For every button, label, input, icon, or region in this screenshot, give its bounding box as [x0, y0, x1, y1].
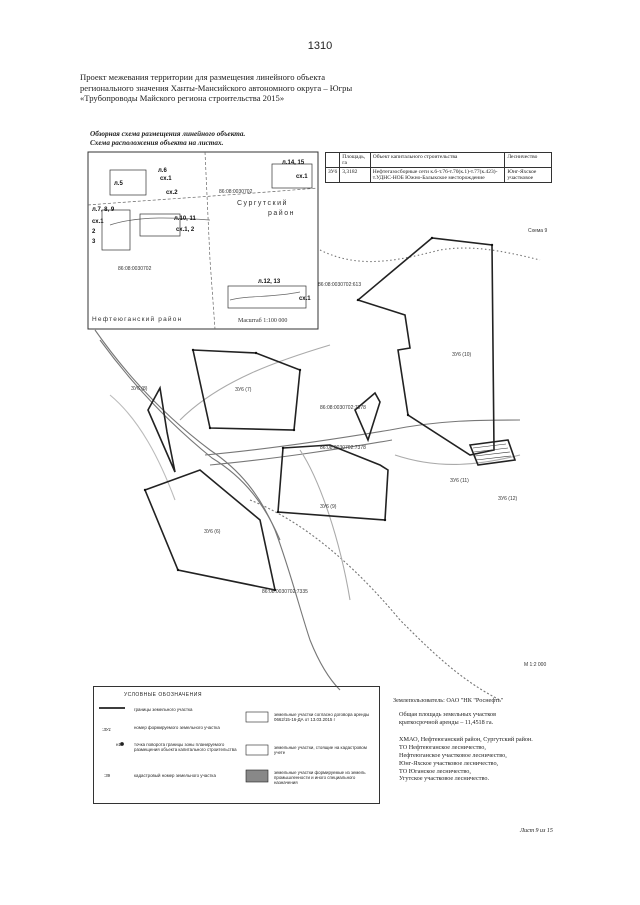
table-header-object: Объект капитального строительства — [369, 152, 506, 168]
scheme-label: Схема 9 — [528, 228, 547, 234]
legend-item-cad: кадастровый номер земельного участка — [134, 773, 216, 778]
overview-title-line2: Схема расположения объекта на листах. — [90, 138, 224, 147]
legend-item-cadastral: земельные участки, стоящие на кадастрово… — [274, 745, 367, 755]
overview-sheet-boxes — [101, 163, 313, 309]
admin-line: ТО Юганское лесничество, — [399, 767, 471, 775]
table-cell-area: 3,3182 — [339, 167, 371, 183]
sheet-label-l5-sch2: сх.2 — [166, 190, 178, 196]
admin-line: Угутское участковое лесничество. — [399, 775, 490, 783]
sheet-box-10-11 — [139, 213, 181, 237]
overview-title-line1: Обзорная схема размещения линейного объе… — [90, 130, 246, 138]
plot-info-table: Площадь, га Объект капитального строител… — [324, 152, 552, 183]
area-line1: Общая площадь земельных участков — [399, 710, 497, 718]
sheet-label-l6: л.6 — [158, 168, 167, 174]
sheet-box-12-13 — [227, 285, 307, 309]
legend-symbol-lease — [245, 711, 269, 723]
region-nefteyugansk: Нефтеюганский район — [92, 315, 182, 323]
table-header-col1 — [324, 152, 341, 168]
page-footer: Лист 9 из 15 — [520, 828, 553, 834]
parcel-zu6-8[interactable] — [147, 385, 176, 473]
parcel-small[interactable] — [354, 391, 381, 443]
admin-line: Юнг-Яхское участковое лесничество, — [399, 759, 499, 767]
legend-symbol-cad: :39 — [104, 773, 111, 778]
legend-item-lease: земельные участки согласно договора арен… — [274, 712, 370, 722]
legend-symbols — [99, 707, 269, 783]
turning-points — [143, 236, 494, 592]
sheet-label-l7-9: л.7, 8, 9 — [92, 207, 115, 213]
sheet-label-l5: л.5 — [114, 181, 123, 187]
legend-symbol-industrial — [245, 769, 269, 783]
legend: УСЛОВНЫЕ ОБОЗНАЧЕНИЯ границы земельного … — [93, 686, 380, 804]
sheet-label-l14-15-sch1: сх.1 — [296, 174, 308, 180]
map-scale: М 1:2 000 — [524, 662, 546, 668]
cad-number-7378-a: 86:08:0030702:7378 — [320, 405, 366, 411]
table-cell-forestry: Юнг-Яхское участковое — [504, 167, 552, 183]
region-surgut-line2: район — [268, 209, 295, 217]
cad-number-613: 86:08:0030702:613 — [318, 282, 361, 288]
road-lines — [94, 247, 541, 701]
overview-cad-2: 86:08:0030702 — [118, 266, 152, 272]
plot-label-zu6-7: ЗУ6 (7) — [235, 387, 252, 393]
plot-label-zu6-11: ЗУ6 (11) — [450, 478, 469, 484]
hatch-area — [472, 443, 512, 461]
cad-number-7335: 86:08:0030702:7335 — [262, 589, 308, 595]
region-surgut-line1: Сургутский — [237, 199, 288, 207]
table-header-forestry: Лесничество — [504, 152, 552, 168]
legend-symbol-n1: н1 — [116, 742, 121, 747]
legend-symbol-point — [120, 742, 124, 746]
plot-label-zu6-6: ЗУ6 (6) — [204, 529, 221, 535]
overview-inset — [87, 151, 319, 330]
sheet-box-5-6 — [109, 169, 147, 196]
table-cell-object: Нефтегазосборные сети к.6-т.76-т.70(к.1)… — [369, 167, 506, 183]
area-line2: краткосрочной аренды – 11,4518 га. — [399, 718, 494, 726]
document-title: Проект межевания территории для размещен… — [80, 72, 353, 103]
overview-scale: Масштаб 1:100 000 — [238, 317, 287, 324]
overview-cad-1: 86:08:0030702 — [219, 189, 253, 195]
plot-label-zu6-10: ЗУ6 (10) — [452, 352, 472, 358]
sheet-label-3: 3 — [92, 239, 96, 245]
sheet-label-l10-11: л.10, 11 — [174, 216, 196, 222]
legend-symbol-zu: :ЗУ1 — [102, 727, 111, 732]
legend-item-boundary: границы земельного участка — [134, 707, 193, 712]
overview-title: Обзорная схема размещения линейного объе… — [90, 130, 245, 147]
parcel-zu6-11-12[interactable] — [468, 439, 517, 466]
sheet-label-l14-15: л.14, 15 — [282, 160, 305, 166]
plot-label-zu6-12: ЗУ6 (12) — [498, 496, 518, 502]
land-user: Землепользователь: ОАО "НК "Роснефть" — [393, 697, 504, 704]
table-header-area: Площадь, га — [339, 152, 371, 168]
legend-item-point: точка поворота границы зоны планируемого… — [134, 742, 237, 752]
admin-line: Нефтеюганское участковое лесничество, — [399, 751, 507, 759]
land-user-notes: Землепользователь: ОАО "НК "Роснефть" Об… — [393, 697, 593, 783]
admin-list: ХМАО, Нефтеюганский район, Сургутский ра… — [399, 736, 593, 783]
plot-label-zu6-8: ЗУ6 (8) — [131, 386, 148, 392]
admin-line: ТО Нефтеюганское лесничество, — [399, 744, 486, 752]
table-cell-plot: ЗУ6 — [324, 167, 341, 183]
sheet-label-l12-13-sch1: сх.1 — [299, 296, 311, 302]
sheet-label-2: 2 — [92, 229, 96, 235]
legend-symbol-cadastral — [245, 744, 269, 756]
sheet-label-l10-11-sch: сх.1, 2 — [176, 227, 195, 233]
parcel-zu6-6[interactable] — [143, 469, 277, 592]
overview-lines — [87, 151, 319, 330]
sheet-label-l7-9-sch1: сх.1 — [92, 219, 104, 225]
legend-title: УСЛОВНЫЕ ОБОЗНАЧЕНИЯ — [124, 692, 202, 698]
sheet-box-14-15 — [271, 163, 313, 189]
table-row: ЗУ6 3,3182 Нефтегазосборные сети к.6-т.7… — [324, 167, 552, 183]
sheet-label-l6-sch1: сх.1 — [160, 176, 172, 182]
sheet-box-7-9 — [101, 209, 131, 251]
parcel-zu6-7[interactable] — [191, 349, 301, 431]
sheet-label-l12-13: л.12, 13 — [258, 279, 281, 285]
admin-line: ХМАО, Нефтеюганский район, Сургутский ра… — [399, 736, 533, 744]
cad-number-7378-b: 86:08:0030702:7378 — [320, 445, 366, 451]
legend-item-zu: номер формируемого земельного участка — [134, 725, 220, 730]
plot-label-zu6-9: ЗУ6 (9) — [320, 504, 337, 510]
parcel-zu6-10[interactable] — [356, 237, 495, 456]
page-number: 1310 — [307, 40, 333, 52]
legend-item-industrial: земельные участки формируемые из земель … — [274, 770, 366, 785]
